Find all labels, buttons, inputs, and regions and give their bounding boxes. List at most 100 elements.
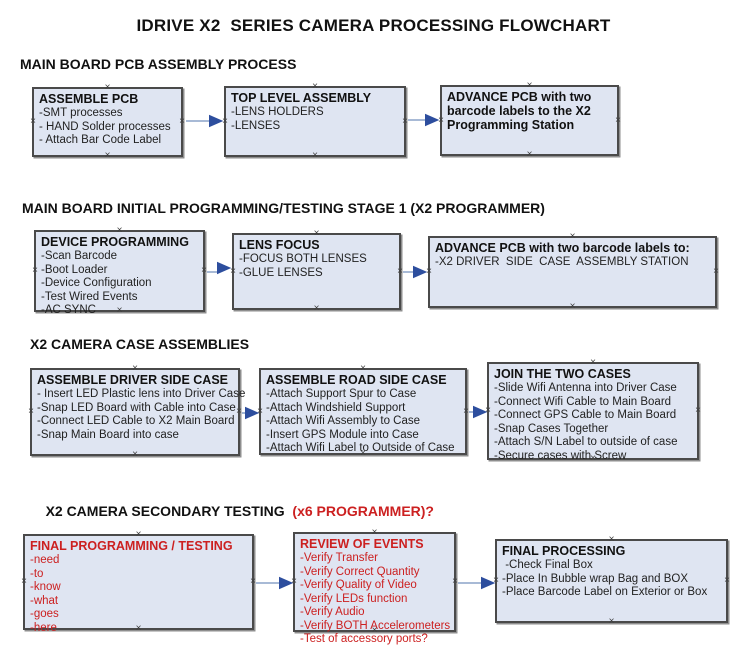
connector-handle-right: ×	[201, 265, 207, 276]
flow-box-final-processing[interactable]: FINAL PROCESSING -Check Final Box-Place …	[493, 535, 730, 627]
connector-handle-left: ×	[291, 576, 297, 587]
box-item: -here	[30, 621, 57, 634]
box-item: -Connect LED Cable to X2 Main Board	[37, 415, 235, 428]
section-heading-initial-programming: MAIN BOARD INITIAL PROGRAMMING/TESTING S…	[22, 200, 545, 216]
flow-box-review-of-events[interactable]: REVIEW OF EVENTS -Verify Transfer-Verify…	[291, 528, 458, 646]
box-item: -Verify Quality of Video	[300, 579, 417, 592]
box-item: -LENSES	[231, 119, 281, 132]
box-item: -need	[30, 554, 60, 566]
box-item: -AC SYNC	[41, 304, 96, 317]
connector-handle-left: ×	[32, 265, 38, 276]
box-item: -GLUE LENSES	[239, 266, 323, 279]
flow-box-advance-pcb-driver-side[interactable]: ADVANCE PCB with two barcode labels to: …	[426, 232, 719, 312]
box-item: -SMT processes	[39, 107, 123, 119]
box-title: TOP LEVEL ASSEMBLY	[231, 91, 372, 105]
connector-handle-left: ×	[438, 114, 444, 126]
box-items: -Slide Wifi Antenna into Driver Case-Con…	[494, 382, 692, 463]
box-item: -Device Configuration	[41, 277, 152, 290]
connector-handle-bottom: ×	[526, 149, 533, 160]
box-item: -Snap Main Board into case	[37, 428, 179, 441]
box-item: -Connect Wifi Cable to Main Board	[494, 395, 672, 408]
box-title: LENS FOCUS	[239, 238, 320, 252]
section-heading-secondary-testing-black: X2 CAMERA SECONDARY TESTING	[45, 503, 289, 519]
box-title: ASSEMBLE ROAD SIDE CASE	[266, 373, 447, 387]
connector-handle-left: ×	[21, 576, 27, 587]
box-item: -Verify Correct Quantity	[300, 565, 420, 578]
section-heading-secondary-testing-red: (x6 PROGRAMMER)?	[288, 503, 434, 519]
flow-box-assemble-pcb[interactable]: ASSEMBLE PCB -SMT processes- HAND Solder…	[30, 83, 185, 161]
box-item: -Test Wired Events	[41, 290, 138, 303]
box-title: ASSEMBLE DRIVER SIDE CASE	[37, 373, 229, 387]
box-item: - Insert LED Plastic lens into Driver Ca…	[37, 388, 246, 400]
connector-handle-left: ×	[426, 266, 432, 277]
box-item: -LENS HOLDERS	[231, 106, 324, 118]
box-items: -X2 DRIVER SIDE CASE ASSEMBLY STATION	[435, 256, 710, 270]
flowchart-title: IDRIVE X2 SERIES CAMERA PROCESSING FLOWC…	[136, 16, 611, 35]
box-item: -Scan Barcode	[41, 250, 118, 262]
box-items: -SMT processes- HAND Solder processes- A…	[39, 107, 176, 148]
connector-handle-right: ×	[615, 114, 621, 126]
box-item: - HAND Solder processes	[39, 120, 171, 133]
box-item: -Verify BOTH Accelerometers	[300, 619, 451, 632]
box-title: ADVANCE PCB with two barcode labels to t…	[447, 90, 592, 132]
box-items: - Insert LED Plastic lens into Driver Ca…	[37, 388, 246, 442]
box-title: ADVANCE PCB with two barcode labels to:	[435, 241, 690, 255]
box-item: -Verify Audio	[300, 606, 365, 619]
flow-box-lens-focus[interactable]: LENS FOCUS -FOCUS BOTH LENSES-GLUE LENSE…	[230, 229, 403, 314]
box-item: -Test of accessory ports?	[300, 633, 428, 646]
box-items: -Attach Support Spur to Case-Attach Wind…	[266, 388, 460, 456]
box-items: -need-to-know-what-goes-here	[30, 554, 247, 635]
box-item: -FOCUS BOTH LENSES	[239, 253, 367, 265]
connector-handle-right: ×	[250, 576, 256, 587]
connector-handle-left: ×	[485, 405, 491, 416]
flow-box-advance-pcb-programming-station[interactable]: ADVANCE PCB with two barcode labels to t…	[438, 81, 621, 160]
box-item: -Place Barcode Label on Exterior or Box	[502, 586, 708, 599]
box-title: REVIEW OF EVENTS	[300, 537, 424, 551]
box-items: -LENS HOLDERS-LENSES	[231, 106, 399, 133]
box-items: -Check Final Box-Place In Bubble wrap Ba…	[502, 559, 721, 600]
arrow-device-programming-to-lens-focus	[207, 261, 232, 275]
box-title: FINAL PROGRAMMING / TESTING	[30, 539, 233, 553]
box-item: -Place In Bubble wrap Bag and BOX	[502, 572, 689, 585]
box-item: -X2 DRIVER SIDE CASE ASSEMBLY STATION	[435, 256, 689, 268]
flow-box-top-level-assembly[interactable]: TOP LEVEL ASSEMBLY -LENS HOLDERS-LENSES …	[222, 82, 408, 161]
connector-handle-left: ×	[257, 405, 263, 417]
connector-handle-left: ×	[493, 575, 499, 586]
flow-box-assemble-road-side-case[interactable]: ASSEMBLE ROAD SIDE CASE -Attach Support …	[257, 364, 469, 459]
box-item: -Verify Transfer	[300, 552, 378, 564]
connector-handle-bottom: ×	[608, 616, 615, 627]
connector-handle-left: ×	[30, 116, 36, 127]
box-item: -Snap Cases Together	[494, 422, 609, 435]
box-item: -goes	[30, 608, 59, 621]
box-title: FINAL PROCESSING	[502, 544, 626, 558]
connector-handle-right: ×	[397, 265, 403, 277]
box-item: -know	[30, 581, 61, 594]
box-item: -Attach Wifi Assembly to Case	[266, 415, 421, 428]
box-item: -what	[30, 594, 59, 607]
flow-box-final-programming-testing[interactable]: FINAL PROGRAMMING / TESTING -need-to-kno…	[21, 530, 256, 634]
box-title: DEVICE PROGRAMMING	[41, 235, 189, 249]
section-heading-pcb-assembly: MAIN BOARD PCB ASSEMBLY PROCESS	[20, 56, 297, 72]
box-item: -Attach Windshield Support	[266, 401, 406, 414]
box-item: -to	[30, 567, 44, 580]
box-item: - Attach Bar Code Label	[39, 134, 162, 147]
flow-box-assemble-driver-side-case[interactable]: ASSEMBLE DRIVER SIDE CASE - Insert LED P…	[28, 364, 246, 460]
box-item: -Boot Loader	[41, 263, 108, 276]
connector-handle-bottom: ×	[313, 303, 320, 314]
flow-box-device-programming[interactable]: DEVICE PROGRAMMING -Scan Barcode-Boot Lo…	[32, 226, 207, 317]
connector-handle-right: ×	[695, 405, 701, 416]
connector-handle-bottom: ×	[132, 449, 138, 460]
flow-box-join-the-two-cases[interactable]: JOIN THE TWO CASES -Slide Wifi Antenna i…	[485, 358, 701, 464]
connector-handle-bottom: ×	[104, 150, 111, 161]
connector-handle-right: ×	[713, 266, 719, 277]
box-item: -Check Final Box	[502, 559, 593, 571]
box-item: -Slide Wifi Antenna into Driver Case	[494, 382, 677, 394]
section-heading-case-assemblies: X2 CAMERA CASE ASSEMBLIES	[30, 336, 250, 352]
box-items: -Scan Barcode-Boot Loader-Device Configu…	[41, 250, 198, 318]
box-item: -Attach Wifi Label to Outside of Case	[266, 442, 455, 455]
connector-handle-right: ×	[402, 115, 408, 127]
box-item: -Insert GPS Module into Case	[266, 428, 419, 441]
connector-handle-left: ×	[28, 406, 34, 417]
box-items: -Verify Transfer-Verify Correct Quantity…	[300, 552, 451, 647]
connector-handle-right: ×	[463, 405, 469, 417]
